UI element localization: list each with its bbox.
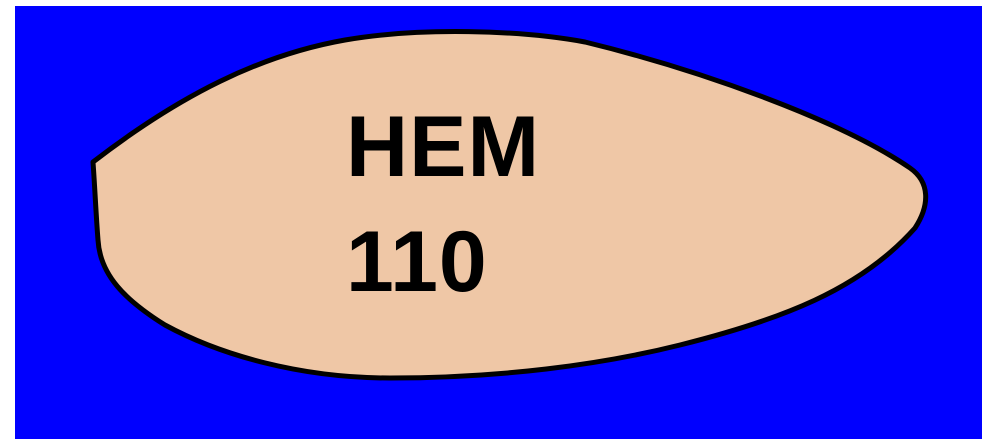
imprint-line-1: HEM bbox=[346, 104, 540, 190]
imprint-line-2: 110 bbox=[346, 219, 488, 305]
